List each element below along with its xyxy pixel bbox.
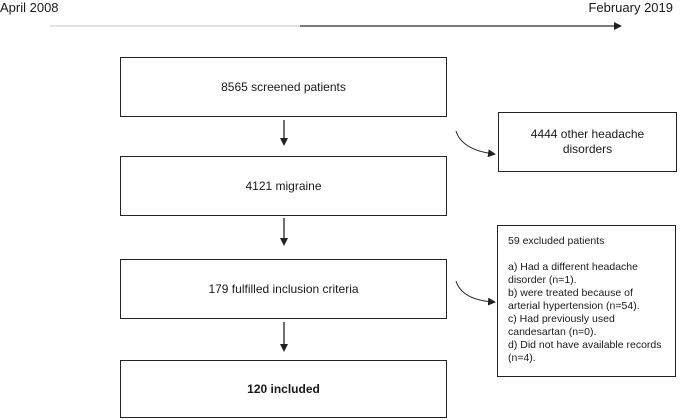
exclusion-item-d: d) Did not have available records (n=4). bbox=[508, 339, 662, 364]
flow-box-screened: 8565 screened patients bbox=[120, 57, 447, 117]
flow-box-included-label: 120 included bbox=[247, 381, 320, 396]
flow-box-included: 120 included bbox=[120, 360, 447, 418]
timeline-start-label: April 2008 bbox=[0, 0, 59, 15]
exclusion-item-c: c) Had previously used candesartan (n=0)… bbox=[508, 313, 615, 338]
exclusion-item-b: b) were treated because of arterial hype… bbox=[508, 287, 640, 312]
exclusion-title: 59 excluded patients bbox=[508, 235, 605, 247]
side-arrow-curve bbox=[455, 130, 496, 158]
flow-box-migraine: 4121 migraine bbox=[120, 156, 447, 216]
timeline-end-label: February 2019 bbox=[588, 0, 673, 15]
flow-box-inclusion-label: 179 fulfilled inclusion criteria bbox=[208, 281, 359, 296]
timeline-arrow bbox=[50, 22, 622, 30]
exclusion-arrow-curve bbox=[455, 280, 496, 306]
exclusion-box: 59 excluded patients a) Had a different … bbox=[497, 225, 676, 377]
flow-box-migraine-label: 4121 migraine bbox=[245, 178, 322, 193]
side-box-other-disorders: 4444 other headache disorders bbox=[498, 112, 677, 172]
side-box-label: 4444 other headache disorders bbox=[530, 127, 645, 156]
flow-box-inclusion: 179 fulfilled inclusion criteria bbox=[120, 259, 447, 319]
flow-box-screened-label: 8565 screened patients bbox=[221, 79, 346, 94]
exclusion-item-a: a) Had a different headache disorder (n=… bbox=[508, 261, 638, 286]
